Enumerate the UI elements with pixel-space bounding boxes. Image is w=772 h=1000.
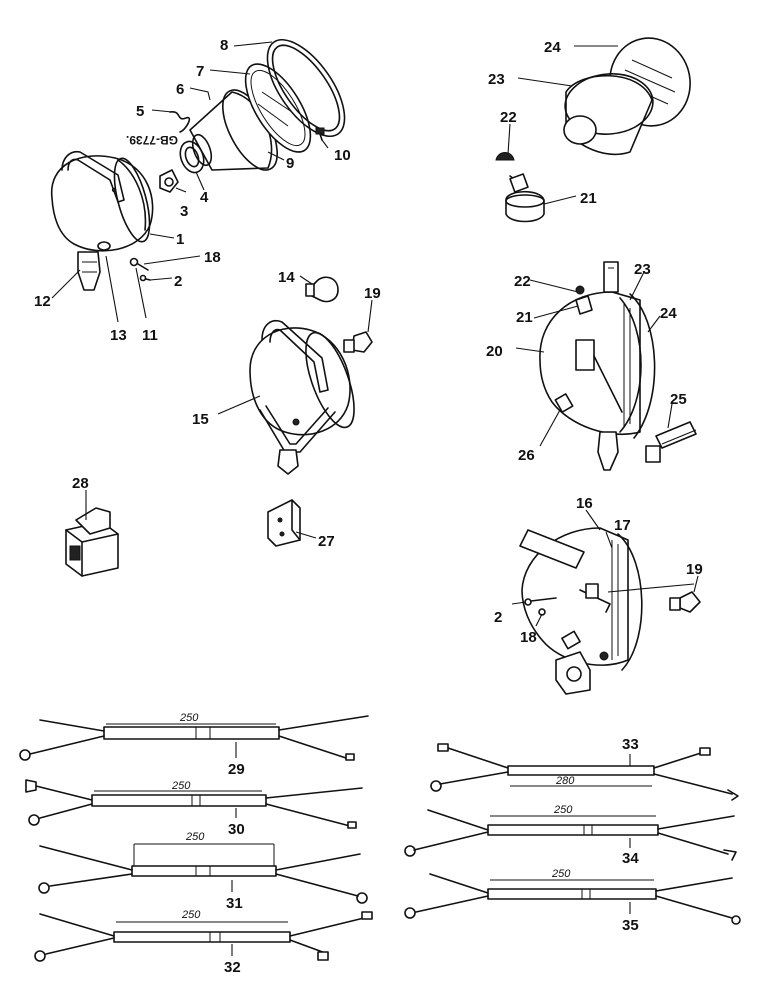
label-18: 18 (204, 249, 221, 266)
label-5: 5 (136, 103, 144, 120)
label-15: 15 (192, 411, 209, 428)
label-9: 9 (286, 155, 294, 172)
label-10: 10 (334, 147, 351, 164)
label-11: 11 (142, 327, 158, 344)
label-26: 26 (518, 447, 535, 464)
label-23: 23 (488, 71, 505, 88)
label-35: 35 (622, 917, 639, 934)
harness-29: 250 29 (19, 712, 369, 778)
label-17: 17 (614, 517, 631, 534)
label-22: 22 (500, 109, 517, 126)
bracket-27 (267, 499, 301, 547)
label-14: 14 (278, 269, 295, 286)
label-1: 1 (176, 231, 184, 248)
label-6: 6 (176, 81, 184, 98)
svg-text:250: 250 (179, 712, 199, 724)
svg-text:250: 250 (553, 804, 573, 816)
label-18b: 18 (520, 629, 537, 646)
label-4: 4 (200, 189, 209, 206)
label-3: 3 (180, 203, 188, 220)
screw-2-18 (129, 257, 151, 282)
lamp-20 (539, 261, 656, 471)
harness-34: 250 34 (404, 804, 737, 867)
lamp-housing-1 (50, 150, 154, 291)
label-27: 27 (318, 533, 335, 550)
label-24b: 24 (660, 305, 677, 322)
harness-31: 250 31 (38, 831, 368, 912)
label-13: 13 (110, 327, 127, 344)
label-8: 8 (220, 37, 228, 54)
label-7: 7 (196, 63, 204, 80)
lamp-reflector-assembly (159, 38, 346, 193)
label-31: 31 (226, 895, 243, 912)
svg-text:280: 280 (555, 775, 575, 787)
switch-box-28 (65, 507, 119, 577)
lamp-16 (519, 527, 643, 695)
bulb-19b (669, 591, 701, 613)
lamp-15 (249, 320, 355, 475)
label-2b: 2 (494, 609, 502, 626)
harness-35: 250 35 (404, 868, 741, 934)
bulb-holder-25 (645, 421, 697, 463)
label-23b: 23 (634, 261, 651, 278)
label-34: 34 (622, 850, 639, 867)
label-12: 12 (34, 293, 51, 310)
svg-text:250: 250 (181, 909, 201, 921)
svg-text:250: 250 (185, 831, 205, 843)
harness-30: 250 30 (25, 779, 363, 838)
svg-text:250: 250 (551, 868, 571, 880)
harness-33: 280 33 (430, 736, 739, 801)
drawing-code: GB-7739. (126, 133, 178, 147)
label-29: 29 (228, 761, 245, 778)
label-19a: 19 (364, 285, 381, 302)
label-33: 33 (622, 736, 639, 753)
label-20: 20 (486, 343, 503, 360)
label-32: 32 (224, 959, 241, 976)
label-28: 28 (72, 475, 89, 492)
part-labels: 8 7 6 5 3 4 9 10 1 18 2 12 13 11 14 19 1… (34, 37, 703, 646)
label-2: 2 (174, 273, 182, 290)
label-21: 21 (580, 190, 597, 207)
reflector-23 (563, 73, 654, 156)
harness-32: 250 32 (34, 909, 373, 976)
label-24: 24 (544, 39, 561, 56)
bulb-19a (343, 331, 373, 353)
label-30: 30 (228, 821, 245, 838)
svg-text:250: 250 (171, 780, 191, 792)
label-25: 25 (670, 391, 687, 408)
label-16: 16 (576, 495, 593, 512)
label-19b: 19 (686, 561, 703, 578)
label-22b: 22 (514, 273, 531, 290)
cap-22-switch-21 (495, 152, 545, 223)
label-21b: 21 (516, 309, 533, 326)
bulb-14 (305, 276, 339, 303)
leader-lines (51, 41, 699, 627)
svg-text:GB-7739.: GB-7739. (126, 133, 178, 147)
